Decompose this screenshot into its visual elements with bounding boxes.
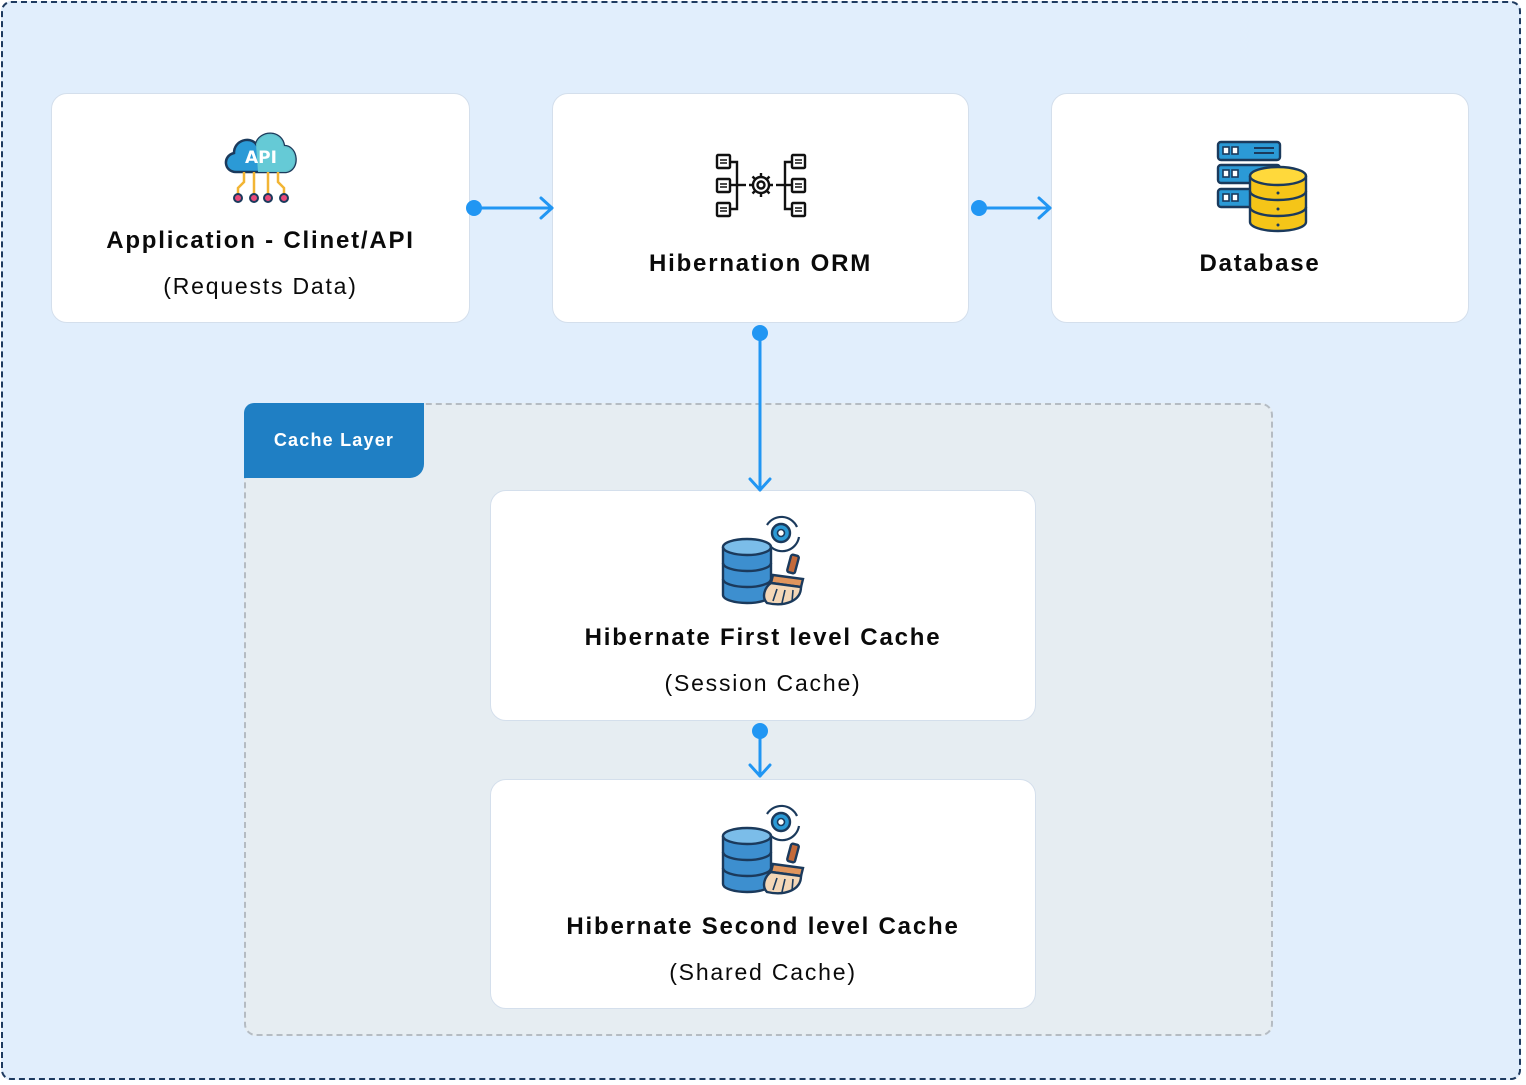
second-cache-subtitle: (Shared Cache) xyxy=(669,959,857,985)
svg-text:API: API xyxy=(245,148,277,168)
second-cache-node: Hibernate Second level Cache (Shared Cac… xyxy=(490,779,1036,1009)
database-node: Database xyxy=(1051,93,1469,323)
server-database-icon xyxy=(1212,138,1308,234)
first-cache-subtitle: (Session Cache) xyxy=(664,670,862,696)
cache-layer-label: Cache Layer xyxy=(244,403,424,478)
database-cleanup-icon xyxy=(715,513,811,609)
first-cache-node: Hibernate First level Cache (Session Cac… xyxy=(490,490,1036,721)
second-cache-title: Hibernate Second level Cache xyxy=(566,913,960,940)
application-subtitle: (Requests Data) xyxy=(163,273,358,299)
first-cache-title: Hibernate First level Cache xyxy=(584,624,942,651)
database-cleanup-icon xyxy=(715,802,811,898)
cloud-api-icon: API xyxy=(218,122,304,208)
orm-node: Hibernation ORM xyxy=(552,93,969,323)
orm-mapping-gear-icon xyxy=(713,152,809,220)
application-title: Application - Clinet/API xyxy=(106,227,415,254)
orm-title: Hibernation ORM xyxy=(649,250,872,277)
application-node: API Application - Clinet/API (Requests D… xyxy=(51,93,470,323)
database-title: Database xyxy=(1199,250,1321,277)
